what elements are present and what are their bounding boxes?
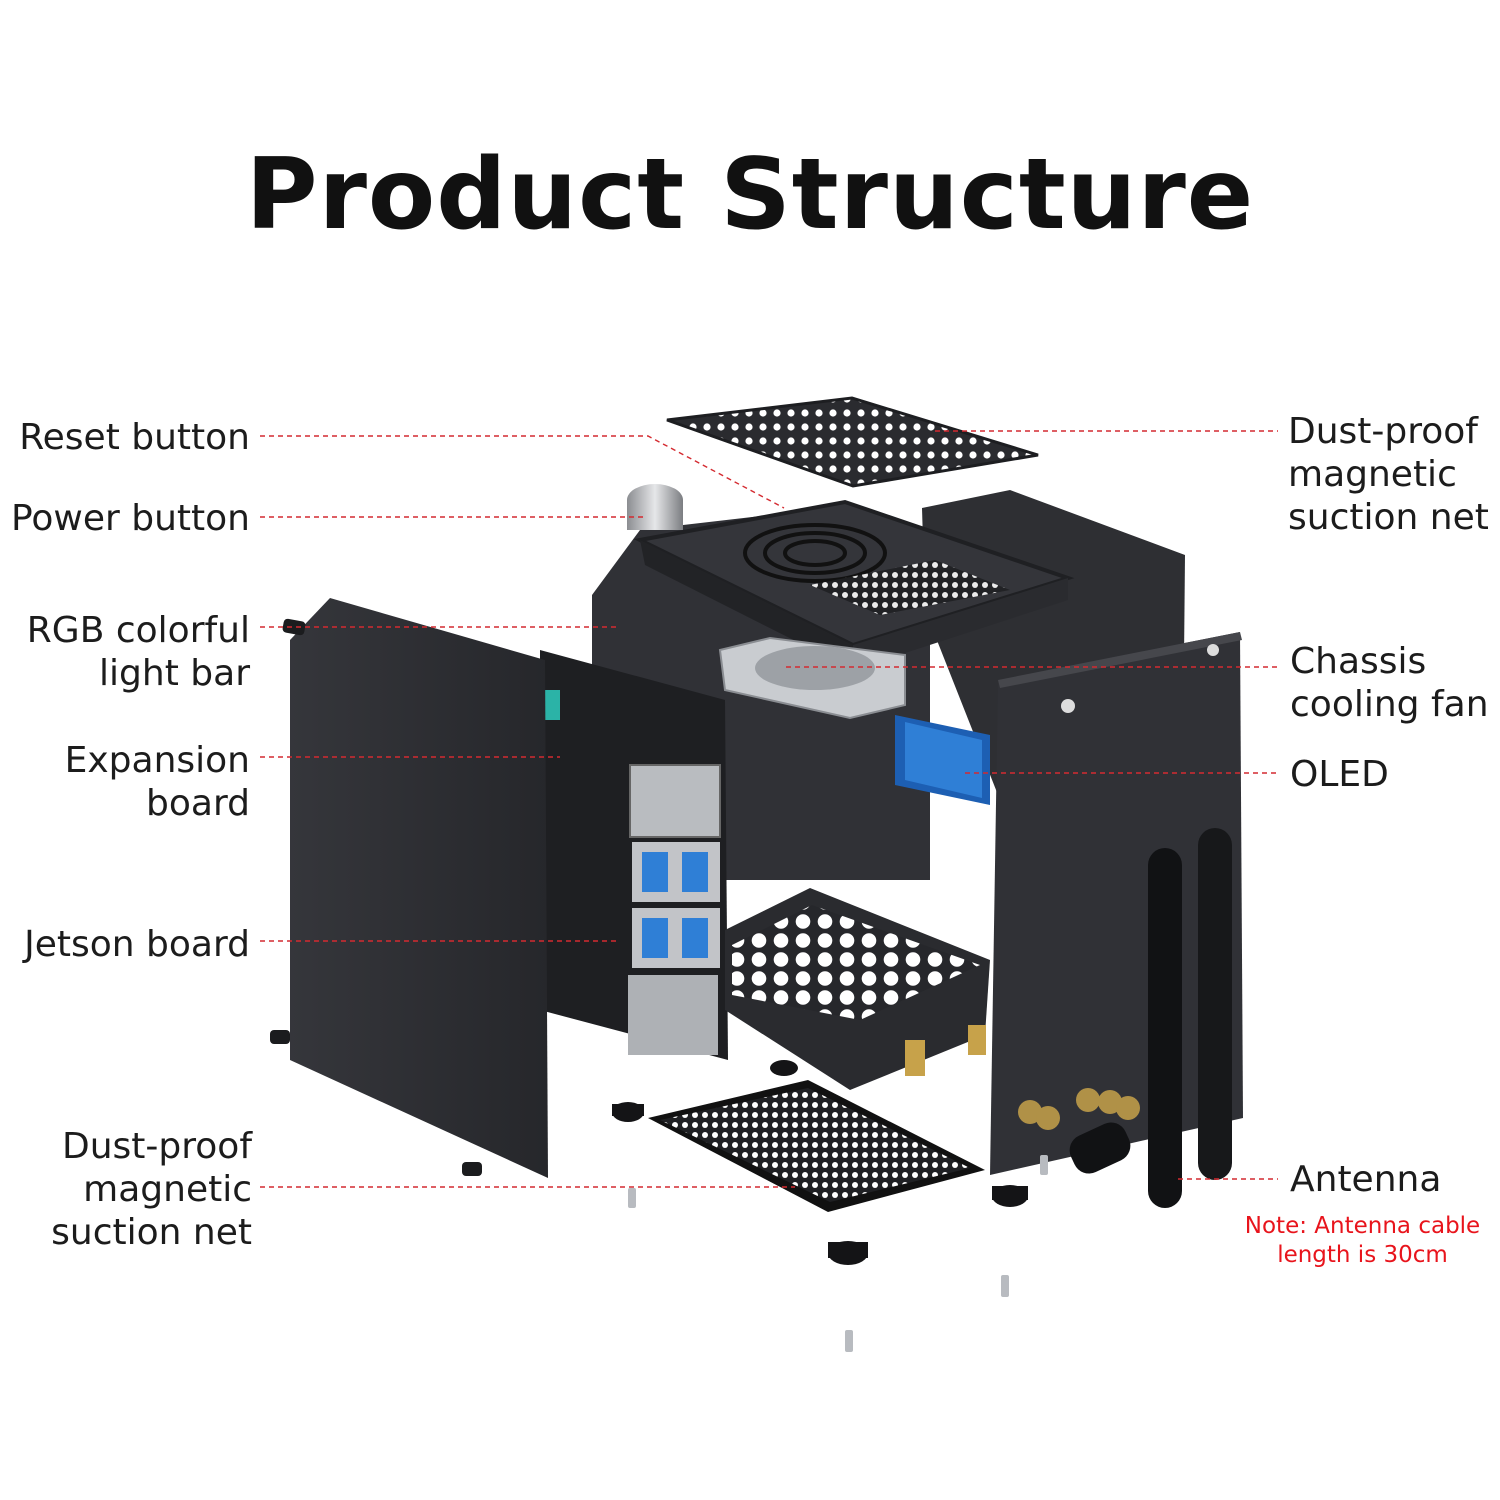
page-title: Product Structure	[245, 138, 1255, 252]
callout-text: OLED	[1290, 754, 1389, 795]
note-text: Note: Antenna cable	[1244, 1213, 1481, 1239]
callout-expansion-board: Expansion board	[65, 739, 250, 825]
callout-text: Jetson board	[24, 924, 250, 965]
callout-text: board	[146, 783, 250, 824]
callout-text: Expansion	[64, 740, 250, 781]
callout-oled: OLED	[1290, 753, 1389, 796]
callout-text: Dust-proof	[1288, 411, 1478, 452]
callout-text: magnetic	[83, 1169, 252, 1210]
callout-text: Chassis	[1290, 641, 1427, 682]
leader-lines	[260, 430, 1278, 1188]
callout-text: light bar	[99, 653, 250, 694]
note-text: length is 30cm	[1277, 1242, 1448, 1268]
callout-bottom-dust-net: Dust-proof magnetic suction net	[51, 1125, 252, 1254]
callout-power-button: Power button	[11, 497, 250, 540]
left-side-panel	[290, 598, 548, 1178]
antenna-cable-note: Note: Antenna cable length is 30cm	[1240, 1212, 1485, 1270]
callout-text: Antenna	[1290, 1159, 1442, 1200]
callout-text: suction net	[51, 1212, 252, 1253]
callout-text: RGB colorful	[26, 610, 250, 651]
callout-text: cooling fan	[1290, 684, 1489, 725]
antenna-2	[1198, 828, 1232, 1180]
leader-reset	[260, 435, 785, 509]
callout-rgb-light-bar: RGB colorful light bar	[27, 609, 250, 695]
callout-text: Reset button	[19, 417, 250, 458]
callout-antenna: Antenna	[1290, 1158, 1441, 1201]
callout-text: suction net	[1288, 497, 1489, 538]
top-dust-net	[666, 396, 1039, 488]
callout-reset-button: Reset button	[19, 416, 250, 459]
antenna-1	[1148, 848, 1182, 1208]
callout-text: Dust-proof	[62, 1126, 252, 1167]
callout-cooling-fan: Chassis cooling fan	[1290, 640, 1489, 726]
callout-top-dust-net: Dust-proof magnetic suction net	[1288, 410, 1489, 539]
callout-text: magnetic	[1288, 454, 1457, 495]
callout-jetson-board: Jetson board	[24, 923, 250, 966]
callout-text: Power button	[10, 498, 250, 539]
